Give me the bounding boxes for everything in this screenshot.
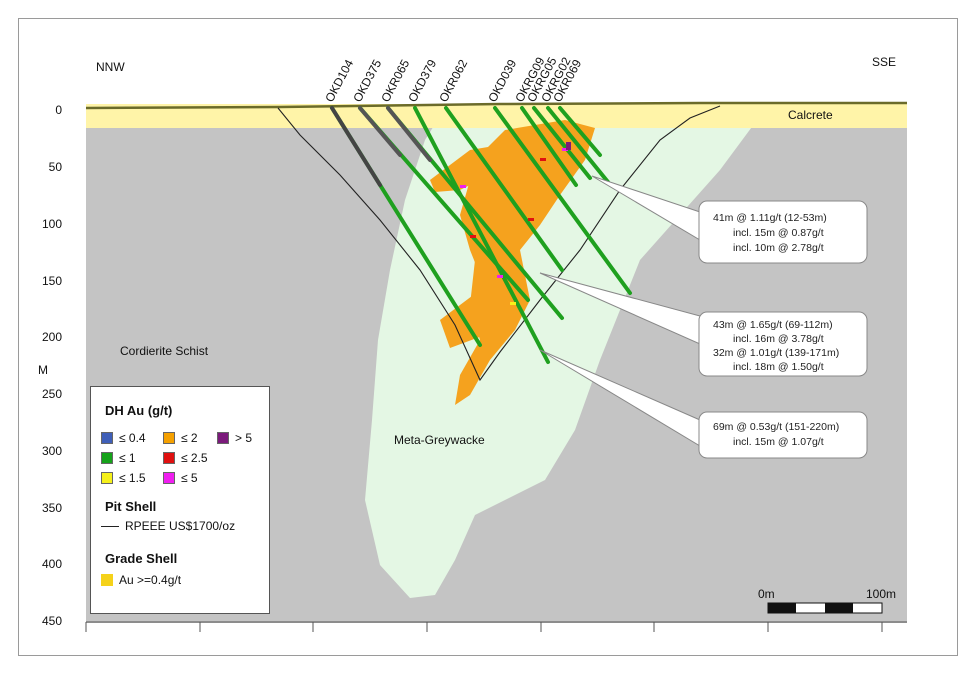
- legend-item-label: > 5: [235, 431, 253, 445]
- callout-1-line-3: incl. 10m @ 2.78g/t: [733, 242, 824, 254]
- callout-boxes: 41m @ 1.11g/t (12-53m) incl. 15m @ 0.87g…: [698, 200, 868, 459]
- drill-trace-OKRG05: [532, 106, 592, 180]
- legend-item-5: ≤ 1.5: [101, 471, 146, 485]
- legend-grade-item: Au >=0.4g/t: [101, 573, 181, 587]
- drill-trace-OKD375-upper: [358, 106, 402, 157]
- label-calcrete: Calcrete: [788, 108, 833, 122]
- callout-1-line-2: incl. 15m @ 0.87g/t: [733, 227, 824, 239]
- swatch-le-1: [101, 452, 113, 464]
- scale-bar-end: 100m: [866, 587, 896, 601]
- swatch-le-0-4: [101, 432, 113, 444]
- swatch-le-2-5: [163, 452, 175, 464]
- drill-holes: [330, 106, 632, 364]
- callout-box-1: [698, 200, 868, 264]
- legend-item-label: ≤ 1.5: [119, 471, 146, 485]
- depth-tick-450: 450: [42, 614, 62, 628]
- drill-trace-OKR062: [444, 106, 564, 272]
- legend-item-3: ≤ 1: [101, 451, 136, 465]
- depth-tick-400: 400: [42, 557, 62, 571]
- legend-grade-title: Grade Shell: [105, 551, 178, 566]
- pit-shell-line-swatch: [101, 525, 119, 527]
- legend-item-label: ≤ 1: [119, 451, 136, 465]
- drill-trace-OKR065-upper: [386, 106, 432, 162]
- meta-greywacke-zone: [365, 116, 760, 598]
- drill-trace-OKRG02: [546, 106, 610, 184]
- legend-pit-label: RPEEE US$1700/oz: [125, 519, 236, 533]
- hole-label-OKR062: OKR062: [436, 57, 470, 104]
- legend-item-6: ≤ 5: [163, 471, 198, 485]
- depth-tick-200: 200: [42, 330, 62, 344]
- callout-2-line-4: incl. 18m @ 1.50g/t: [733, 361, 824, 373]
- hole-labels: OKD104 OKD375 OKR065 OKD379 OKR062 OKD03…: [322, 55, 584, 105]
- label-cordierite-schist: Cordierite Schist: [120, 344, 209, 358]
- callout-box-3: [698, 411, 868, 459]
- depth-tick-300: 300: [42, 444, 62, 458]
- depth-tick-150: 150: [42, 274, 62, 288]
- scale-bar-start: 0m: [758, 587, 775, 601]
- label-meta-greywacke: Meta-Greywacke: [394, 433, 485, 447]
- callout-box-2: [698, 311, 868, 377]
- depth-tick-350: 350: [42, 501, 62, 515]
- drill-trace-OKD104-upper: [330, 106, 382, 187]
- swatch-le-2: [163, 432, 175, 444]
- figure-frame: [18, 18, 958, 656]
- legend: DH Au (g/t) ≤ 0.4 ≤ 2 > 5 ≤ 1 ≤ 2.5 ≤ 1.…: [90, 386, 270, 614]
- pit-shell: [277, 105, 721, 382]
- depth-tick-250: 250: [42, 387, 62, 401]
- legend-item-0: ≤ 0.4: [101, 431, 146, 445]
- callout-2-line-3: 32m @ 1.01g/t (139-171m): [713, 347, 839, 359]
- legend-item-4: ≤ 2.5: [163, 451, 208, 465]
- depth-tick-50: 50: [49, 160, 63, 174]
- callout-2-line-2: incl. 16m @ 3.78g/t: [733, 333, 824, 345]
- legend-item-2: > 5: [217, 431, 252, 445]
- legend-item-1: ≤ 2: [163, 431, 198, 445]
- swatch-gt-5: [217, 432, 229, 444]
- swatch-le-1-5: [101, 472, 113, 484]
- direction-left: NNW: [96, 60, 125, 74]
- callout-pointers: [539, 175, 701, 447]
- drill-trace-OKD039: [493, 106, 632, 295]
- depth-axis: 0 50 100 150 200 250 300 350 400 450 M: [38, 103, 62, 628]
- legend-dh-title: DH Au (g/t): [105, 403, 173, 418]
- drill-trace-OKD379: [413, 106, 550, 364]
- legend-pit-item: RPEEE US$1700/oz: [101, 519, 235, 533]
- legend-item-label: ≤ 2.5: [181, 451, 208, 465]
- swatch-le-5: [163, 472, 175, 484]
- legend-item-label: ≤ 5: [181, 471, 198, 485]
- drill-trace-OKR069: [558, 106, 602, 157]
- direction-right: SSE: [872, 55, 896, 69]
- ground-surface: [85, 101, 907, 110]
- depth-tick-0: 0: [55, 103, 62, 117]
- drill-trace-OKRG09: [520, 106, 578, 187]
- callout-3-line-2: incl. 15m @ 1.07g/t: [733, 436, 824, 448]
- legend-grade-label: Au >=0.4g/t: [119, 573, 182, 587]
- legend-item-label: ≤ 2: [181, 431, 198, 445]
- scale-bar: 0m 100m: [758, 587, 896, 614]
- legend-pit-title: Pit Shell: [105, 499, 157, 514]
- depth-tick-100: 100: [42, 217, 62, 231]
- callout-2-line-1: 43m @ 1.65g/t (69-112m): [713, 319, 833, 331]
- callout-3-line-1: 69m @ 0.53g/t (151-220m): [713, 421, 839, 433]
- grade-shell-swatch: [101, 574, 113, 586]
- depth-axis-unit: M: [38, 363, 48, 377]
- callout-1-line-1: 41m @ 1.11g/t (12-53m): [713, 212, 827, 224]
- legend-item-label: ≤ 0.4: [119, 431, 146, 445]
- assay-marks: [460, 142, 571, 305]
- bottom-ruler: [85, 621, 907, 632]
